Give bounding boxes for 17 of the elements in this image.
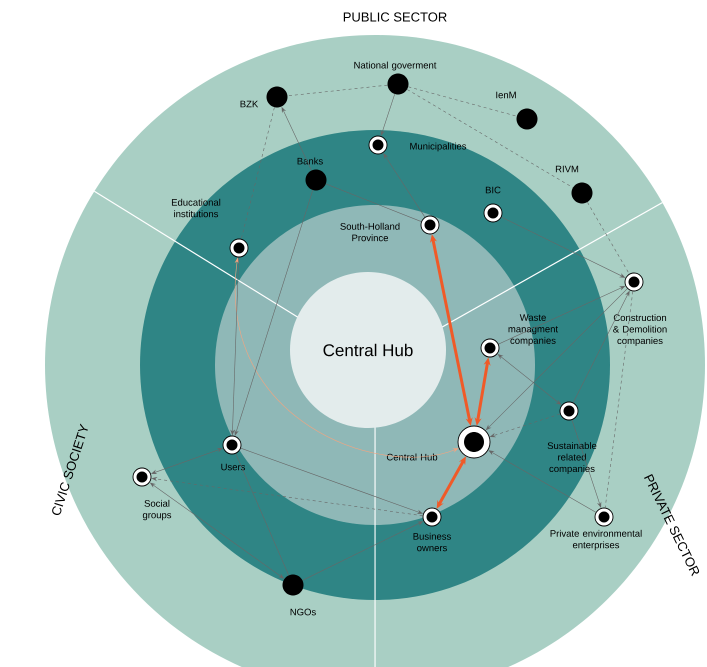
actor-label: IenM (496, 92, 516, 98)
actor-label: BZK (240, 100, 258, 108)
actor-label: NGOs (290, 608, 316, 616)
actor-label: Municipalities (410, 142, 466, 152)
actor-label: National goverment (354, 62, 436, 70)
actor-label: Central Hub (386, 454, 438, 460)
actor-label: Banks (298, 158, 323, 164)
actor-label: South-Holland Province (340, 222, 400, 242)
actor-label: Social groups (142, 500, 172, 520)
sector-label: PUBLIC SECTOR (344, 12, 447, 22)
actor-label: Construction & Demolition companies (613, 314, 667, 346)
arrow (486, 288, 628, 430)
actor-label: Business owners (414, 532, 451, 552)
actor-label: Users (221, 464, 246, 470)
actor-label: Private environmental enterprises (550, 530, 642, 550)
actor-label: RIVM (556, 166, 578, 172)
actor-label: BIC (486, 186, 501, 194)
